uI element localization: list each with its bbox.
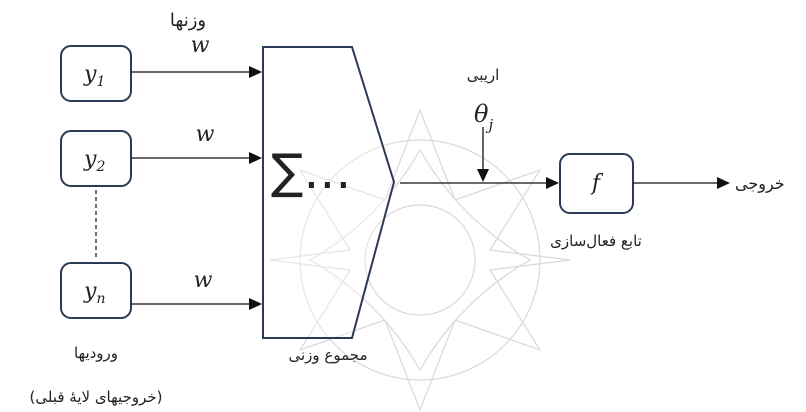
input-node-n [60, 262, 132, 319]
weights-title: وزنها [170, 10, 206, 31]
input-symbol-1: y1 [83, 62, 105, 90]
arrowhead-n [249, 298, 262, 310]
bias-arrowhead [477, 169, 489, 182]
input-node-1 [60, 45, 132, 102]
activation-label: تابع فعال‌سازی [550, 232, 642, 250]
weight-label-2: w [196, 122, 215, 147]
summation-block [262, 46, 396, 339]
weight-label-n: w [194, 268, 213, 293]
inputs-label: ورودیها [74, 344, 118, 362]
arrowhead-2 [249, 152, 262, 164]
bias-label: اریبی [467, 66, 500, 84]
bias-symbol: θj [474, 100, 493, 134]
input-symbol-n: yn [83, 279, 105, 307]
sum-label: مجموع وزنی [288, 346, 367, 364]
output-arrowhead [717, 177, 730, 189]
input-symbol-2: y2 [83, 147, 105, 175]
weight-label-1: w [191, 33, 210, 58]
output-label: خروجی [735, 174, 785, 194]
summation-symbol: ∑… [271, 144, 351, 200]
sum-to-activation-arrowhead [546, 177, 559, 189]
inputs-sublabel: (خروجیهای لایهٔ قبلی) [29, 388, 162, 406]
arrowhead-1 [249, 66, 262, 78]
watermark-rosette [269, 108, 571, 412]
